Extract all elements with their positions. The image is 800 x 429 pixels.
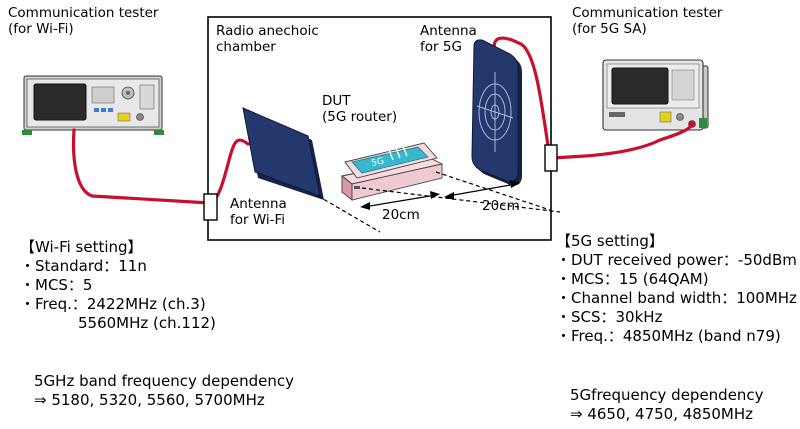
- wifi-tester-label-line2: (for Wi-Fi): [8, 21, 74, 38]
- wifi-tester-label: Communication tester (for Wi-Fi): [8, 5, 158, 37]
- sa-tester-screen: [611, 67, 669, 105]
- wifi-cable-inside: [208, 138, 250, 207]
- wifi-feedthrough-connector: [203, 193, 218, 221]
- antenna-5g-label-line1: Antenna: [420, 23, 477, 39]
- distance-markers: [317, 171, 561, 233]
- 5g-antenna: [471, 39, 522, 186]
- 5g-setting-received-power: ・DUT received power：-50dBm: [556, 251, 797, 269]
- 5g-setting-freq: ・Freq.：4850MHz (band n79): [556, 327, 781, 345]
- wifi-tester-device: [22, 75, 164, 135]
- wifi-setting-block: 【Wi-Fi setting】 ・Standard：11n ・MCS：5 ・Fr…: [20, 238, 216, 333]
- wifi-dependency-block: 5GHz band frequency dependency ⇒ 5180, 5…: [34, 372, 294, 410]
- 5g-setting-scs: ・SCS：30kHz: [556, 308, 663, 326]
- dut-5g-router: 5G: [340, 142, 444, 201]
- 5g-cable-top: [492, 36, 550, 148]
- wifi-setting-freq: ・Freq.：2422MHz (ch.3): [20, 295, 206, 313]
- wifi-setting-standard: ・Standard：11n: [20, 257, 147, 275]
- wifi-tester-label-line1: Communication tester: [8, 5, 159, 21]
- chamber-label: Radio anechoic chamber: [216, 23, 319, 55]
- distance-arrow-left-end: [430, 191, 440, 199]
- dut-screen-label: 5G: [371, 157, 386, 169]
- wifi-setting-title: 【Wi-Fi setting】: [20, 238, 143, 256]
- antenna-5g-label: Antenna for 5G: [420, 23, 477, 55]
- antenna-wifi-label-line1: Antenna: [230, 196, 287, 212]
- 5g-setting-title: 【5G setting】: [556, 232, 664, 250]
- anechoic-chamber-box: [207, 16, 552, 241]
- distance-arrow-left-start: [360, 202, 370, 210]
- 5g-dependency-title: 5Gfrequency dependency: [570, 386, 764, 404]
- 5g-cable-out: [551, 122, 694, 160]
- 5g-setting-mcs: ・MCS：15 (64QAM): [556, 270, 709, 288]
- chamber-label-line2: chamber: [216, 39, 276, 56]
- wifi-dependency-title: 5GHz band frequency dependency: [34, 372, 294, 390]
- 5g-dependency-values: ⇒ 4650, 4750, 4850MHz: [570, 405, 754, 423]
- 5g-feedthrough-connector: [544, 144, 558, 172]
- 5g-setting-channel-bw: ・Channel band width：100MHz: [556, 289, 797, 307]
- antenna-wifi-label-line2: for Wi-Fi: [230, 212, 286, 229]
- distance-arrow-right-end: [510, 180, 520, 188]
- sa-tester-label: Communication tester (for 5G SA): [572, 5, 722, 37]
- wifi-setting-freq-cont: 5560MHz (ch.112): [78, 314, 216, 332]
- 5g-dependency-block: 5Gfrequency dependency ⇒ 4650, 4750, 485…: [570, 386, 764, 424]
- sa-tester-label-line1: Communication tester: [572, 5, 723, 21]
- wifi-dependency-values: ⇒ 5180, 5320, 5560, 5700MHz: [34, 391, 265, 409]
- distance-left-label: 20cm: [382, 207, 420, 223]
- wifi-setting-mcs: ・MCS：5: [20, 276, 93, 294]
- antenna-5g-label-line2: for 5G: [420, 39, 462, 56]
- distance-right-label: 20cm: [482, 198, 520, 214]
- sa-tester-label-line2: (for 5G SA): [572, 21, 647, 38]
- wifi-cable: [71, 128, 212, 205]
- dut-label-line2: (5G router): [322, 109, 398, 126]
- wifi-antenna: [242, 107, 324, 200]
- dut-label: DUT (5G router): [322, 93, 397, 125]
- wifi-tester-screen: [33, 83, 87, 121]
- 5g-sa-tester-device: [602, 59, 709, 131]
- dut-screen: [351, 146, 429, 174]
- dut-label-line1: DUT: [322, 93, 351, 109]
- 5g-setting-block: 【5G setting】 ・DUT received power：-50dBm …: [556, 232, 797, 346]
- chamber-label-line1: Radio anechoic: [216, 23, 319, 39]
- antenna-wifi-label: Antenna for Wi-Fi: [230, 196, 287, 228]
- distance-arrow-right-start: [444, 192, 454, 200]
